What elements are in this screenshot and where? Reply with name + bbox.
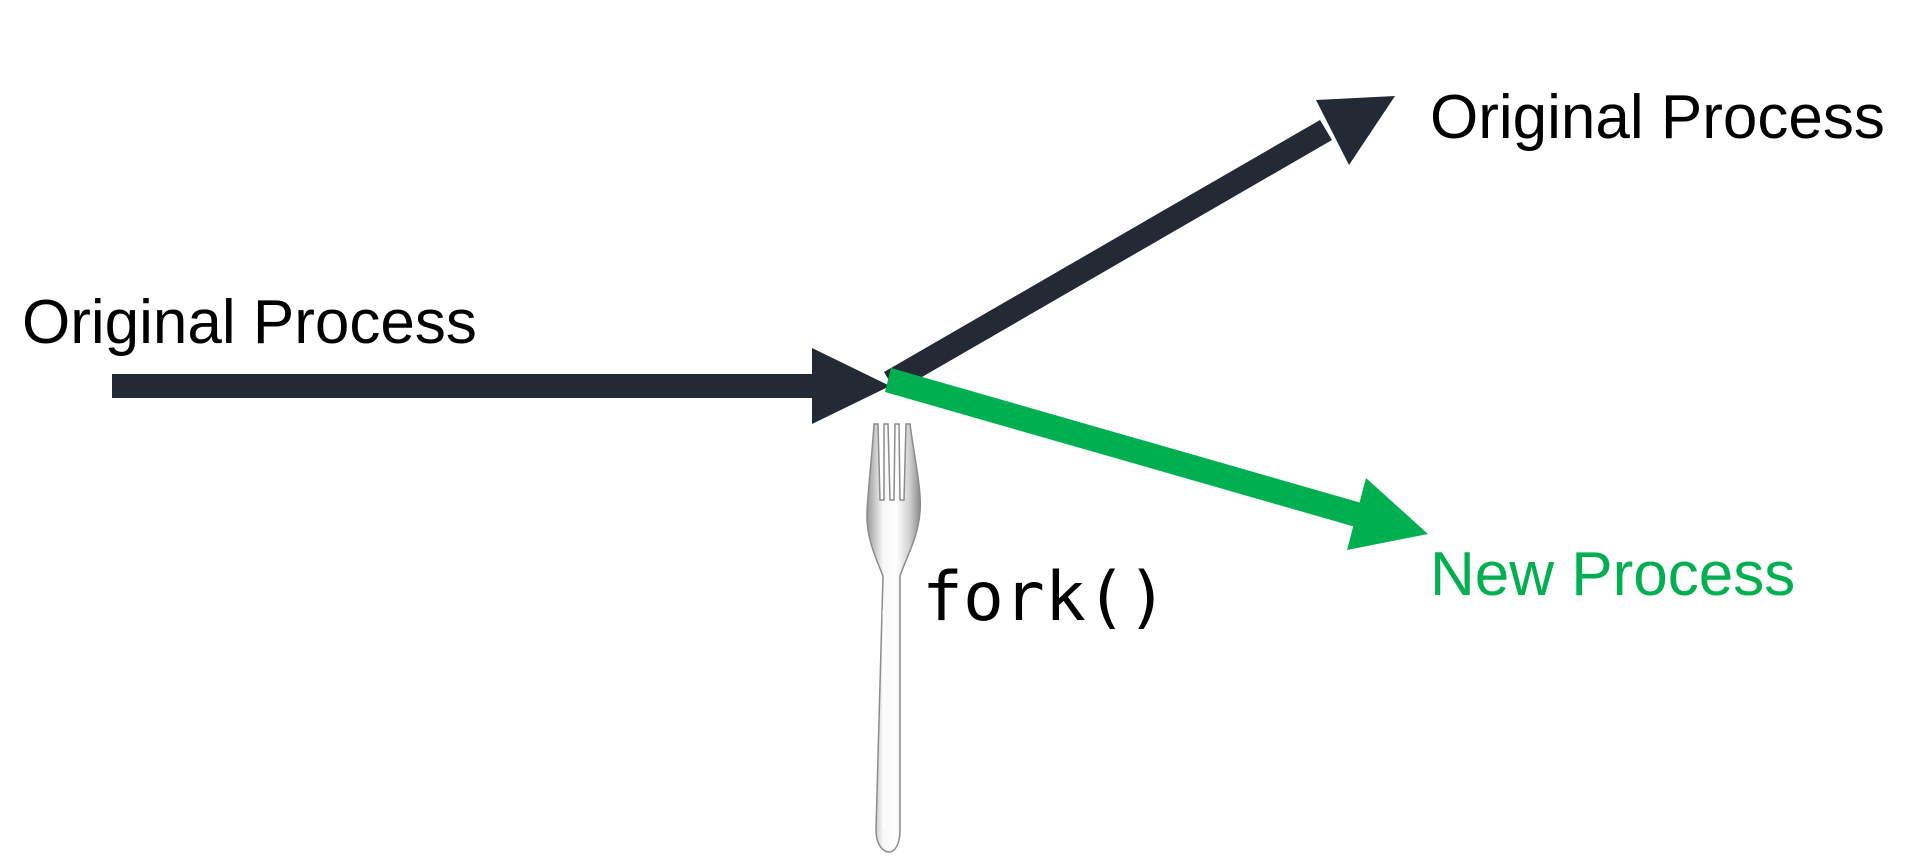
continuing-process-label: Original Process (1430, 83, 1885, 152)
new-process-label: New Process (1430, 540, 1795, 609)
original-process-continuing-arrow (884, 96, 1395, 392)
input-process-label: Original Process (22, 288, 477, 357)
original-process-incoming-arrow (112, 348, 890, 424)
fork-icon (866, 423, 922, 853)
fork-call-label: fork() (922, 558, 1168, 637)
new-process-arrow (885, 368, 1428, 550)
